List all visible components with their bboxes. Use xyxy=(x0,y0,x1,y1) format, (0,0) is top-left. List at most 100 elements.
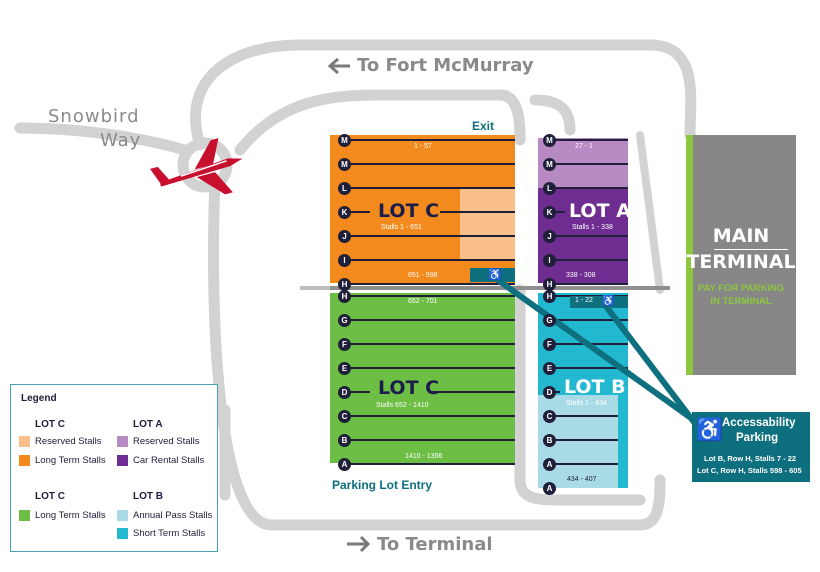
row-badge-c: C xyxy=(338,410,351,423)
row-badge-e: E xyxy=(338,362,351,375)
main-terminal-building: MAIN TERMINAL PAY FOR PARKING IN TERMINA… xyxy=(686,135,796,375)
lot-b-range-end: 434 - 407 xyxy=(567,476,597,483)
lot-a-range-start: 27 - 1 xyxy=(575,143,593,150)
lot-c-bottom-range-start: 652 - 701 xyxy=(408,298,438,305)
legend-item-annual-b: Annual Pass Stalls xyxy=(117,510,212,521)
legend-label: Reserved Stalls xyxy=(35,436,102,447)
row-badge-g: G xyxy=(543,314,556,327)
lot-c-top-title: LOT C xyxy=(378,200,440,222)
road-label-snowbird: Snowbird xyxy=(48,106,140,127)
row-badge-i: I xyxy=(338,254,351,267)
lot-a-range-end: 338 - 308 xyxy=(566,272,596,279)
row-badge-h: H xyxy=(338,290,351,303)
legend-group-lot-b: LOT B xyxy=(133,491,163,502)
row-badge-b: B xyxy=(338,434,351,447)
row-badge-m: M xyxy=(338,134,351,147)
legend-swatch xyxy=(19,510,30,521)
legend-label: Short Term Stalls xyxy=(133,528,206,539)
airplane-icon xyxy=(150,138,243,195)
legend-group-lot-a: LOT A xyxy=(133,419,163,430)
legend-item-short-b: Short Term Stalls xyxy=(117,528,205,539)
row-badge-f: F xyxy=(338,338,351,351)
lot-c-bottom-title: LOT C xyxy=(378,377,440,399)
lot-c-bottom-subtitle: Stalls 652 - 1410 xyxy=(376,402,429,409)
exit-label: Exit xyxy=(472,119,495,133)
row-badge-m: M xyxy=(338,158,351,171)
lot-c-reserved-area xyxy=(460,188,515,260)
lot-c-bottom-range-end: 1410 - 1356 xyxy=(405,453,443,460)
row-badge-b: B xyxy=(543,434,556,447)
row-badge-m: M xyxy=(543,134,556,147)
terminal-pay-line1: PAY FOR PARKING xyxy=(697,283,785,294)
row-badge-g: G xyxy=(338,314,351,327)
legend-item-reserved-c: Reserved Stalls xyxy=(19,436,102,447)
terminal-pay-line2: IN TERMINAL xyxy=(710,296,772,307)
row-badge-m: M xyxy=(543,158,556,171)
wheelchair-icon: ♿ xyxy=(488,269,502,281)
row-badge-i: I xyxy=(543,254,556,267)
terminal-accent-stripe xyxy=(686,135,693,375)
lot-c-top-range-start: 1 - 57 xyxy=(414,143,432,150)
lot-c-top-subtitle: Stalls 1 - 651 xyxy=(381,224,422,231)
legend-label: Car Rental Stalls xyxy=(133,455,205,466)
legend-label: Long Term Stalls xyxy=(35,455,106,466)
row-badge-l: L xyxy=(338,182,351,195)
row-badge-h: H xyxy=(543,278,556,291)
legend-swatch xyxy=(19,436,30,447)
lot-b-subtitle: Stalls 1 - 434 xyxy=(566,400,607,407)
lot-b-range-start: 1 - 22 xyxy=(575,297,593,304)
accessibility-title-line2: Parking xyxy=(736,432,779,444)
row-badge-c: C xyxy=(543,410,556,423)
legend-group-lot-c: LOT C xyxy=(35,419,65,430)
row-badge-k: K xyxy=(338,206,351,219)
row-badge-h: H xyxy=(543,290,556,303)
row-badge-a: A xyxy=(543,458,556,471)
road-label-fort-mcmurray: To Fort McMurray xyxy=(357,55,534,76)
row-badge-j: J xyxy=(543,230,556,243)
road-label-terminal: To Terminal xyxy=(377,534,493,555)
accessibility-detail-1: Lot B, Row H, Stalls 7 - 22 xyxy=(704,454,797,463)
legend-label: Annual Pass Stalls xyxy=(133,510,213,521)
row-badge-e: E xyxy=(543,362,556,375)
row-badge-h: H xyxy=(338,278,351,291)
accessibility-pointer xyxy=(493,275,707,432)
accessibility-info-box: ♿ Accessability Parking Lot B, Row H, St… xyxy=(692,412,810,482)
legend-swatch xyxy=(117,436,128,447)
legend-item-long-term-c2: Long Term Stalls xyxy=(19,510,106,521)
terminal-title-line1: MAIN xyxy=(712,225,770,247)
lot-c-bottom-area xyxy=(330,293,515,463)
row-badge-l: L xyxy=(543,182,556,195)
lot-b-accessible-stalls xyxy=(570,296,628,308)
legend-item-long-term-c: Long Term Stalls xyxy=(19,455,106,466)
lot-a-subtitle: Stalls 1 - 338 xyxy=(572,224,613,231)
wheelchair-icon: ♿ xyxy=(602,296,615,307)
lot-a-title: LOT A xyxy=(569,200,631,222)
legend-swatch xyxy=(19,455,30,466)
row-badge-k: K xyxy=(543,206,556,219)
legend-label: Reserved Stalls xyxy=(133,436,200,447)
accessibility-title-line1: Accessability xyxy=(722,417,796,429)
arrow-left-icon xyxy=(327,57,350,75)
legend-item-car-rental-a: Car Rental Stalls xyxy=(117,455,204,466)
lot-c-accessible-stalls xyxy=(470,268,515,282)
legend-item-reserved-a: Reserved Stalls xyxy=(117,436,200,447)
legend-label: Long Term Stalls xyxy=(35,510,106,521)
terminal-title-line2: TERMINAL xyxy=(686,251,796,273)
road-label-way: Way xyxy=(100,130,142,151)
row-badge-d: D xyxy=(543,386,556,399)
legend-box: Legend LOT C LOT A Reserved Stalls Long … xyxy=(10,384,218,552)
row-badge-f: F xyxy=(543,338,556,351)
row-badge-a: A xyxy=(543,482,556,495)
legend-swatch xyxy=(117,455,128,466)
terminal-divider xyxy=(714,249,788,250)
row-badge-a: A xyxy=(338,458,351,471)
accessibility-detail-2: Lot C, Row H, Stalls 598 - 605 xyxy=(697,466,802,475)
row-badge-j: J xyxy=(338,230,351,243)
legend-swatch xyxy=(117,510,128,521)
parking-lot-entry-label: Parking Lot Entry xyxy=(332,478,433,492)
arrow-right-icon xyxy=(347,535,371,553)
road-network xyxy=(14,39,697,531)
lot-c-top-range-end: 651 - 598 xyxy=(408,272,438,279)
legend-group-lot-c-2: LOT C xyxy=(35,491,65,502)
